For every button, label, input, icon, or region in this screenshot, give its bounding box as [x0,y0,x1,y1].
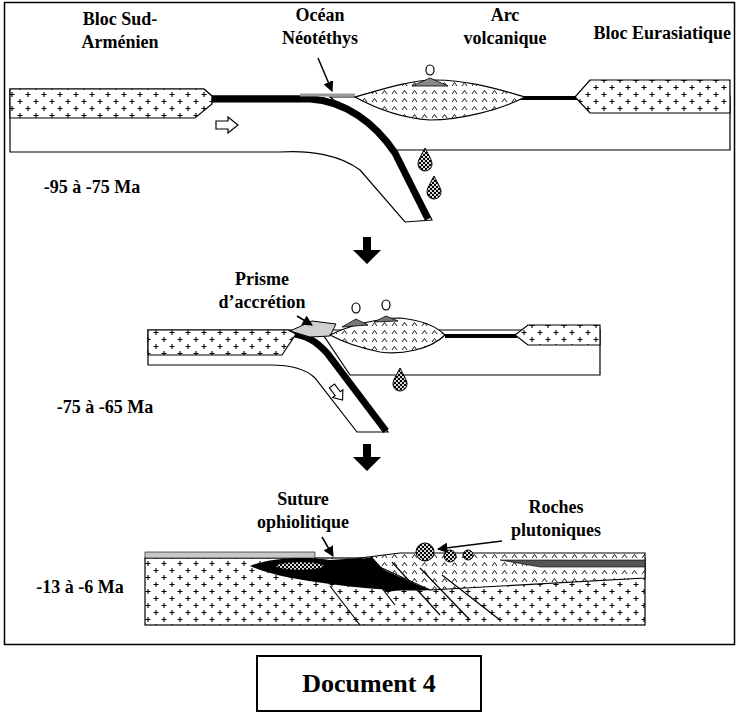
ocean-label: Océan Néotéthys [268,4,373,49]
leader-arrow [322,537,333,556]
sediment [300,94,355,97]
pluton [444,550,456,562]
leader-arrow [318,58,332,91]
oceanic-crust [212,99,428,219]
motion-arrow [216,117,238,133]
pluton [416,543,434,561]
step-arrow [353,444,381,471]
volcano-cone [342,319,368,327]
volcano-plume [352,303,360,313]
motion-arrow [327,382,348,404]
continental-crust [10,89,212,118]
pluton-label: Roches plutoniques [497,496,615,541]
pluton [463,550,473,560]
lower-plate [10,89,432,222]
prism-label: Prisme d’accrétion [206,268,318,313]
arc-label: Arc volcanique [453,4,558,49]
caption: Document 4 [302,669,436,699]
magma-drop [427,176,441,199]
lower-plate [148,330,388,432]
continental-crust [575,80,730,113]
age-label: -13 à -6 Ma [36,576,123,599]
accretion-prism [290,321,336,337]
volcano-cone [412,78,448,86]
age-label: -95 à -75 Ma [44,176,140,199]
caption-box: Document 4 [256,655,482,712]
oceanic-crust [520,96,578,100]
step-arrow [353,237,381,264]
continental-crust [148,330,296,355]
sediment [500,560,645,567]
ophiolite-suture [250,558,432,591]
continental-crust [515,325,600,345]
thrust-fault [330,560,500,625]
frame [5,3,735,645]
sediment [145,552,315,558]
magma-drop [393,368,407,391]
block-label: Bloc Sud-Arménien [50,8,190,53]
leader-arrow [438,541,502,549]
magma-drop [418,148,432,171]
suture-label: Suture ophiolitique [244,488,362,533]
volcano-plume [382,300,390,310]
ophiolite-suture [276,562,324,570]
oceanic-crust [445,334,517,338]
leader-arrow [297,316,312,325]
age-label: -75 à -65 Ma [57,396,153,419]
volcanic-arc [330,318,445,353]
volcano-plume [426,65,434,75]
block-label: Bloc Eurasiatique [593,22,731,45]
volcano-cone [374,316,398,322]
